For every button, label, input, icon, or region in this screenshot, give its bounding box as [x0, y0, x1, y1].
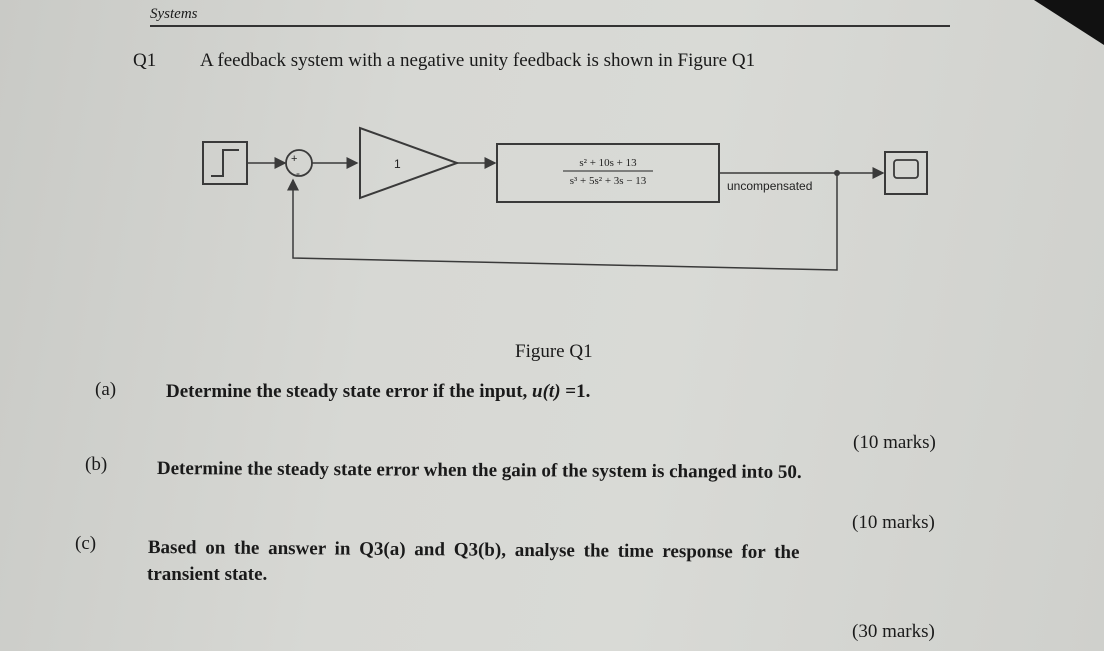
block-diagram: + - 1 s² + 10s + 13 s³ + 5s² + 3s − 13 u…: [202, 126, 928, 271]
part-c-label: (c): [75, 533, 97, 554]
part-b-text: Determine the steady state error when th…: [156, 458, 802, 483]
gain-value: 1: [394, 157, 401, 171]
gain-block: 1: [359, 126, 460, 200]
block-label: uncompensated: [727, 179, 812, 193]
question-label: Q1: [133, 50, 157, 71]
tf-numerator: s² + 10s + 13: [579, 157, 637, 169]
question-text: A feedback system with a negative unity …: [200, 50, 756, 71]
transfer-function-block: s² + 10s + 13 s³ + 5s² + 3s − 13: [496, 143, 720, 203]
part-a-text: Determine the steady state error if the …: [166, 381, 591, 402]
figure-caption: Figure Q1: [515, 341, 593, 362]
summing-junction: + -: [285, 149, 313, 180]
scope-block: [884, 151, 928, 195]
tf-denominator: s³ + 5s² + 3s − 13: [570, 175, 647, 187]
header-rule: [150, 25, 950, 27]
part-b-label: (b): [85, 454, 108, 475]
part-a-label: (a): [95, 379, 117, 400]
sum-minus-sign: -: [296, 166, 300, 180]
part-c-text-line1: Based on the answer in Q3(a) and Q3(b), …: [147, 537, 800, 564]
section-title: Systems: [150, 6, 198, 22]
step-source-block: [202, 141, 248, 185]
dark-corner: [1034, 0, 1104, 45]
sum-plus-sign: +: [291, 153, 297, 165]
part-b-marks: (10 marks): [852, 512, 935, 533]
part-c-marks: (30 marks): [852, 621, 935, 642]
part-a-marks: (10 marks): [853, 432, 936, 453]
part-c-text-line2: transient state.: [147, 564, 268, 585]
feedback-path: [287, 173, 838, 271]
